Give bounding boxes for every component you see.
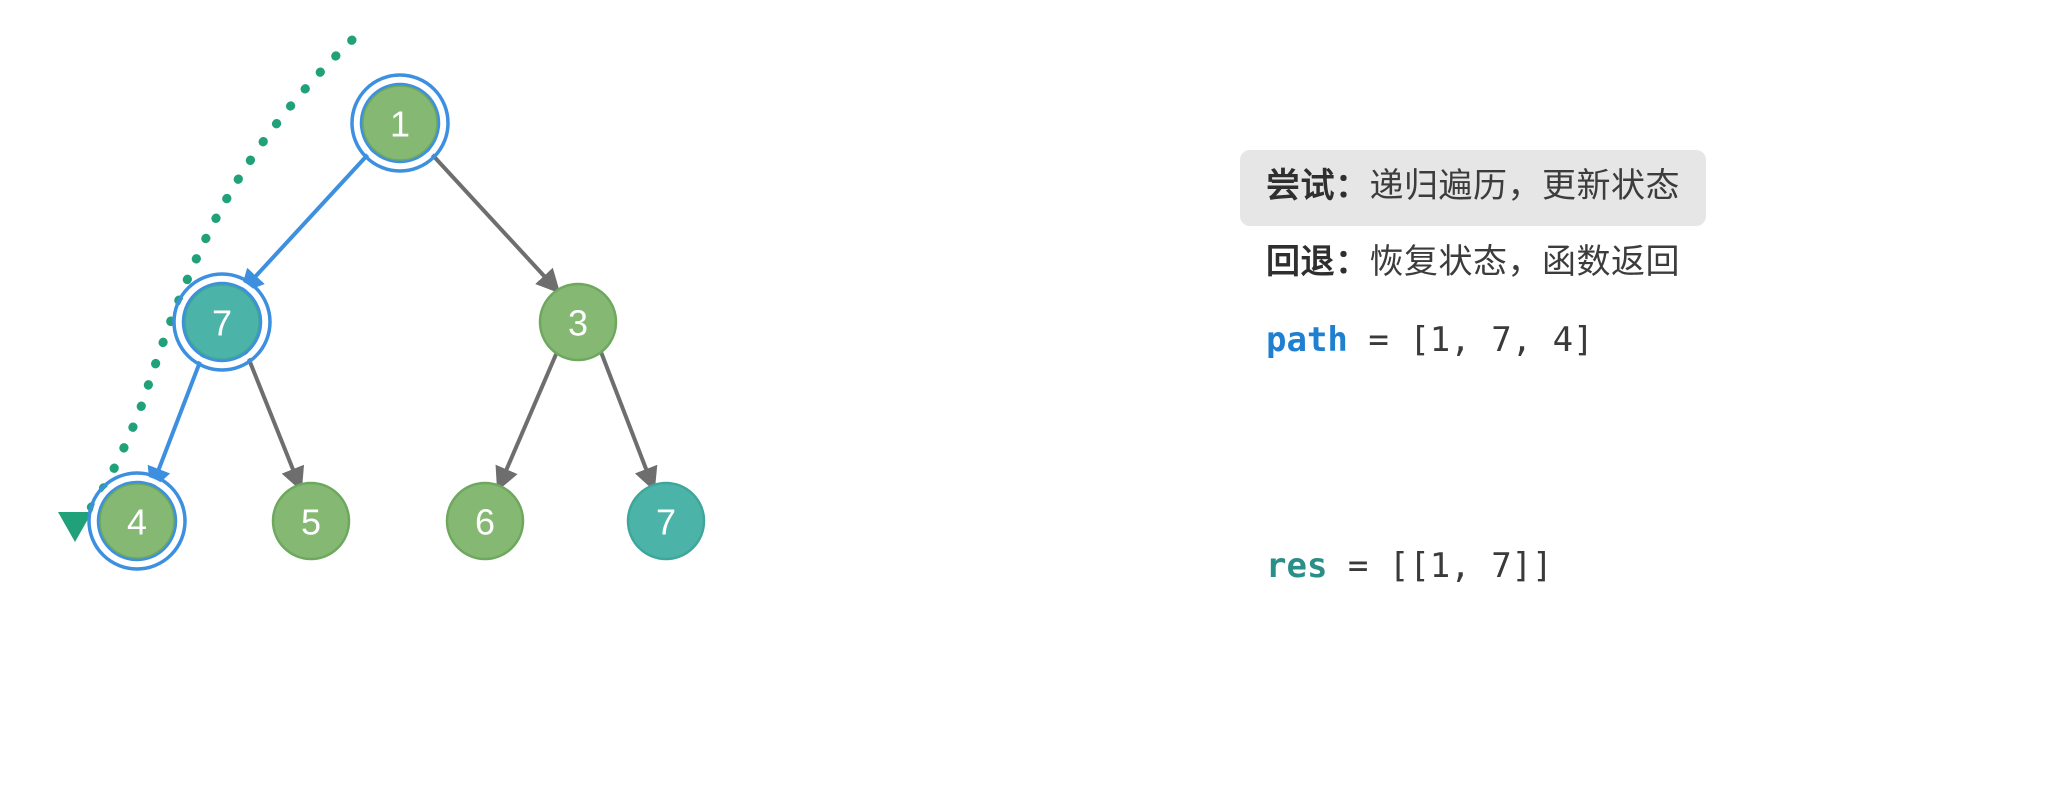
annotation-row-res: res = [[1, 7]] <box>1240 528 2000 604</box>
annotation-row-path: path = [1, 7, 4] <box>1240 302 2000 378</box>
tree-node-4-label: 4 <box>127 502 147 543</box>
edge-1-to-3 <box>425 147 561 294</box>
annotation-row-try: 尝试：递归遍历，更新状态 <box>1240 150 2000 226</box>
tree-node-1[interactable]: 1 <box>350 73 450 173</box>
tree-node-7-left[interactable]: 7 <box>172 272 272 372</box>
try-step-text: 尝试：递归遍历，更新状态 <box>1240 150 1706 226</box>
backtrack-step-label: 回退： <box>1266 243 1370 282</box>
res-variable-line: res = [[1, 7]] <box>1240 546 1579 586</box>
edge-3-to-6 <box>495 351 559 492</box>
tree-node-3-label: 3 <box>568 303 588 344</box>
res-assign-operator: = <box>1327 546 1389 586</box>
traversal-dotted-path <box>73 35 357 529</box>
path-assign-operator: = <box>1347 320 1410 360</box>
edge-7-to-5 <box>244 351 305 492</box>
annotation-panel: 尝试：递归遍历，更新状态 回退：恢复状态，函数返回 path = [1, 7, … <box>1240 150 2000 604</box>
path-variable-line: path = [1, 7, 4] <box>1240 320 1620 360</box>
res-variable-name: res <box>1266 546 1328 586</box>
tree-node-5-label: 5 <box>301 502 321 543</box>
backtrack-step-body: 恢复状态，函数返回 <box>1369 243 1680 282</box>
tree-node-6[interactable]: 6 <box>445 481 525 561</box>
tree-node-5[interactable]: 5 <box>271 481 351 561</box>
path-variable-name: path <box>1266 320 1348 360</box>
traversal-triangle-marker <box>58 512 92 542</box>
res-variable-value: [[1, 7]] <box>1388 546 1553 586</box>
try-step-label: 尝试： <box>1266 167 1370 206</box>
binary-tree-diagram: 1 7 3 4 <box>0 0 980 800</box>
tree-node-1-label: 1 <box>390 104 410 145</box>
edge-7-to-4 <box>147 353 205 492</box>
tree-node-7-left-label: 7 <box>212 303 232 344</box>
backtrack-step-text: 回退：恢复状态，函数返回 <box>1240 226 1706 302</box>
tree-node-6-label: 6 <box>475 502 495 543</box>
tree-edges <box>147 147 658 492</box>
edge-1-to-7 <box>239 147 375 294</box>
tree-node-7-right-label: 7 <box>656 502 676 543</box>
annotation-row-backtrack: 回退：恢复状态，函数返回 <box>1240 226 2000 302</box>
tree-node-7-right[interactable]: 7 <box>626 481 706 561</box>
tree-node-3[interactable]: 3 <box>538 282 618 362</box>
panel-spacer <box>1240 378 2000 528</box>
tree-node-4[interactable]: 4 <box>87 471 187 571</box>
try-step-body: 递归遍历，更新状态 <box>1369 167 1680 206</box>
edge-3-to-7r <box>599 351 658 492</box>
path-variable-value: [1, 7, 4] <box>1409 320 1594 360</box>
